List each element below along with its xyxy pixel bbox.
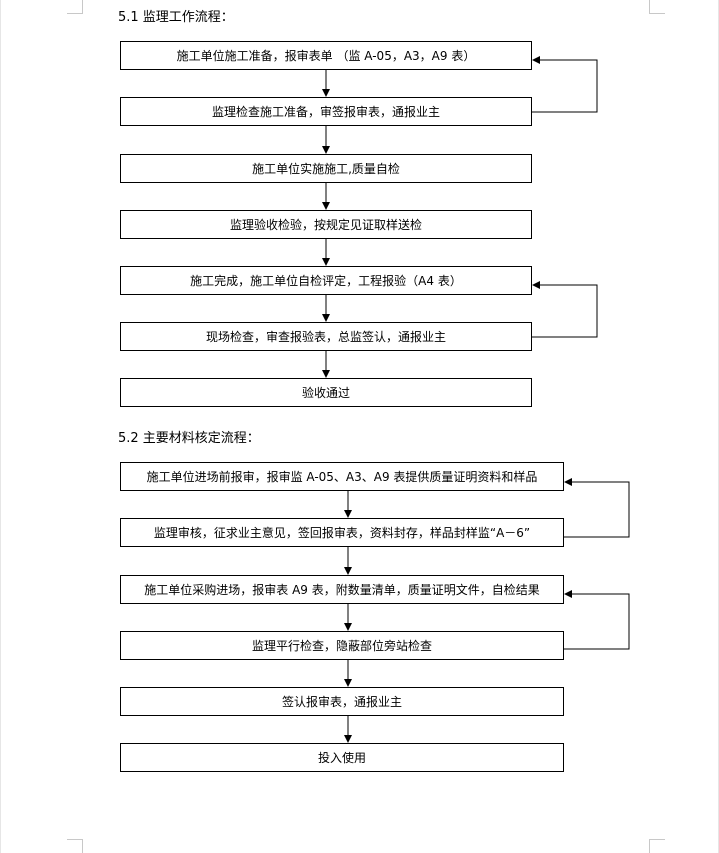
flow2-step-3: 施工单位采购进场，报审表 A9 表，附数量清单，质量证明文件，自检结果 (120, 575, 564, 604)
flow1-step-1: 施工单位施工准备，报审表单 （监 A-05，A3，A9 表） (120, 41, 532, 70)
flow2-feedback-loop-1 (564, 478, 630, 538)
flow2-step-6: 投入使用 (120, 743, 564, 772)
flow1-step-2: 监理检查施工准备，审签报审表，通报业主 (120, 97, 532, 126)
flow2-feedback-loop-2 (564, 590, 630, 650)
flow1-step-7: 验收通过 (120, 378, 532, 407)
flow2-step-1: 施工单位进场前报审，报审监 A-05、A3、A9 表提供质量证明资料和样品 (120, 462, 564, 491)
flow1-step-6: 现场检查，审查报验表，总监签认，通报业主 (120, 322, 532, 351)
flow1-feedback-loop-1 (532, 56, 598, 113)
flow1-step-4: 监理验收检验，按规定见证取样送检 (120, 210, 532, 239)
flow2-step-4: 监理平行检查，隐蔽部位旁站检查 (120, 631, 564, 660)
crop-mark-bottom-left (67, 839, 83, 853)
crop-mark-top-left (67, 0, 83, 14)
flow1-step-3: 施工单位实施施工,质量自检 (120, 154, 532, 183)
flow2-step-2: 监理审核，征求业主意见，签回报审表，资料封存，样品封样监“A－6” (120, 518, 564, 547)
flow2-step-5: 签认报审表，通报业主 (120, 687, 564, 716)
section-1-heading: 5.1 监理工作流程： (118, 10, 234, 25)
section-2-heading: 5.2 主要材料核定流程： (118, 431, 260, 446)
flow1-feedback-loop-2 (532, 281, 598, 338)
flow1-step-5: 施工完成，施工单位自检评定，工程报验（A4 表） (120, 266, 532, 295)
crop-mark-top-right (649, 0, 665, 14)
crop-mark-bottom-right (649, 839, 665, 853)
